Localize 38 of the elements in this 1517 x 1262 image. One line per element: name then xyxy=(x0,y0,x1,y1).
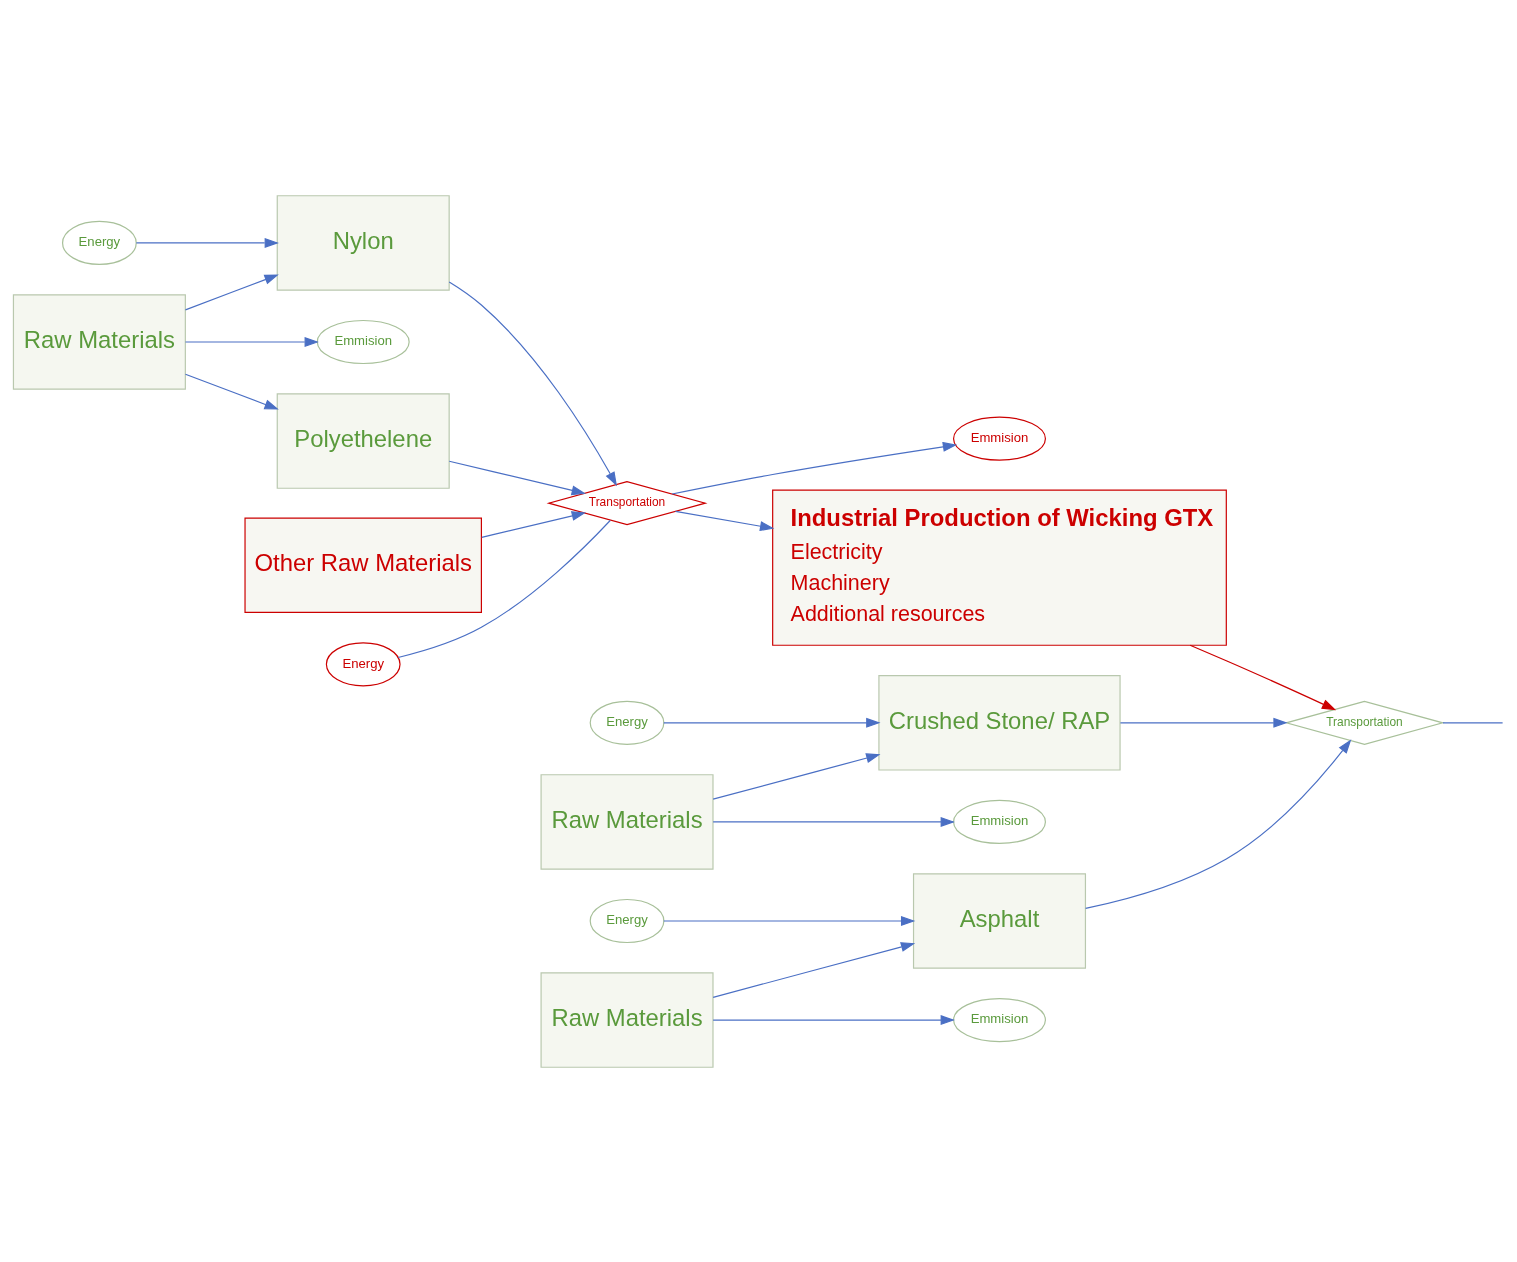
node-box: Raw Materials xyxy=(12,293,186,390)
node-box: Raw Materials xyxy=(540,971,714,1068)
arrow xyxy=(481,510,586,538)
node-box: Industrial Production of Wicking GTX Electricity Machinery Additional resources xyxy=(772,488,1227,646)
arrow xyxy=(1085,738,1352,909)
arrow xyxy=(1119,717,1288,728)
node-ellipse: Emmision xyxy=(952,416,1046,461)
node-ellipse: Energy xyxy=(589,700,665,745)
node-ellipse: Emmision xyxy=(316,319,410,364)
arrow xyxy=(184,336,319,347)
arrow xyxy=(184,373,279,410)
node-box: Polyethelene xyxy=(276,392,450,489)
arrow xyxy=(712,752,881,800)
arrow xyxy=(663,915,916,926)
node-ellipse: Energy xyxy=(589,898,665,943)
arrow xyxy=(448,280,618,486)
arrow xyxy=(712,941,916,998)
node-box: Raw Materials xyxy=(540,773,714,870)
connector xyxy=(1442,721,1504,723)
arrow xyxy=(674,510,775,531)
connector xyxy=(397,519,611,658)
node-ellipse: Emmision xyxy=(952,997,1046,1042)
node-box: Nylon xyxy=(276,194,450,291)
node-box: Crushed Stone/ RAP xyxy=(878,674,1121,771)
node-box: Asphalt xyxy=(912,872,1087,969)
arrow xyxy=(671,441,958,495)
node-diamond: Transportation xyxy=(546,480,708,525)
node-ellipse: Emmision xyxy=(952,799,1046,844)
arrow xyxy=(663,717,881,728)
arrow xyxy=(448,460,586,495)
node-box: Other Raw Materials xyxy=(244,517,482,613)
arrow xyxy=(712,1014,955,1025)
arrow xyxy=(135,237,279,248)
arrow xyxy=(184,273,279,310)
arrow xyxy=(712,816,955,827)
arrow xyxy=(1189,644,1337,710)
node-ellipse: Energy xyxy=(325,641,401,686)
node-ellipse: Energy xyxy=(62,220,137,265)
